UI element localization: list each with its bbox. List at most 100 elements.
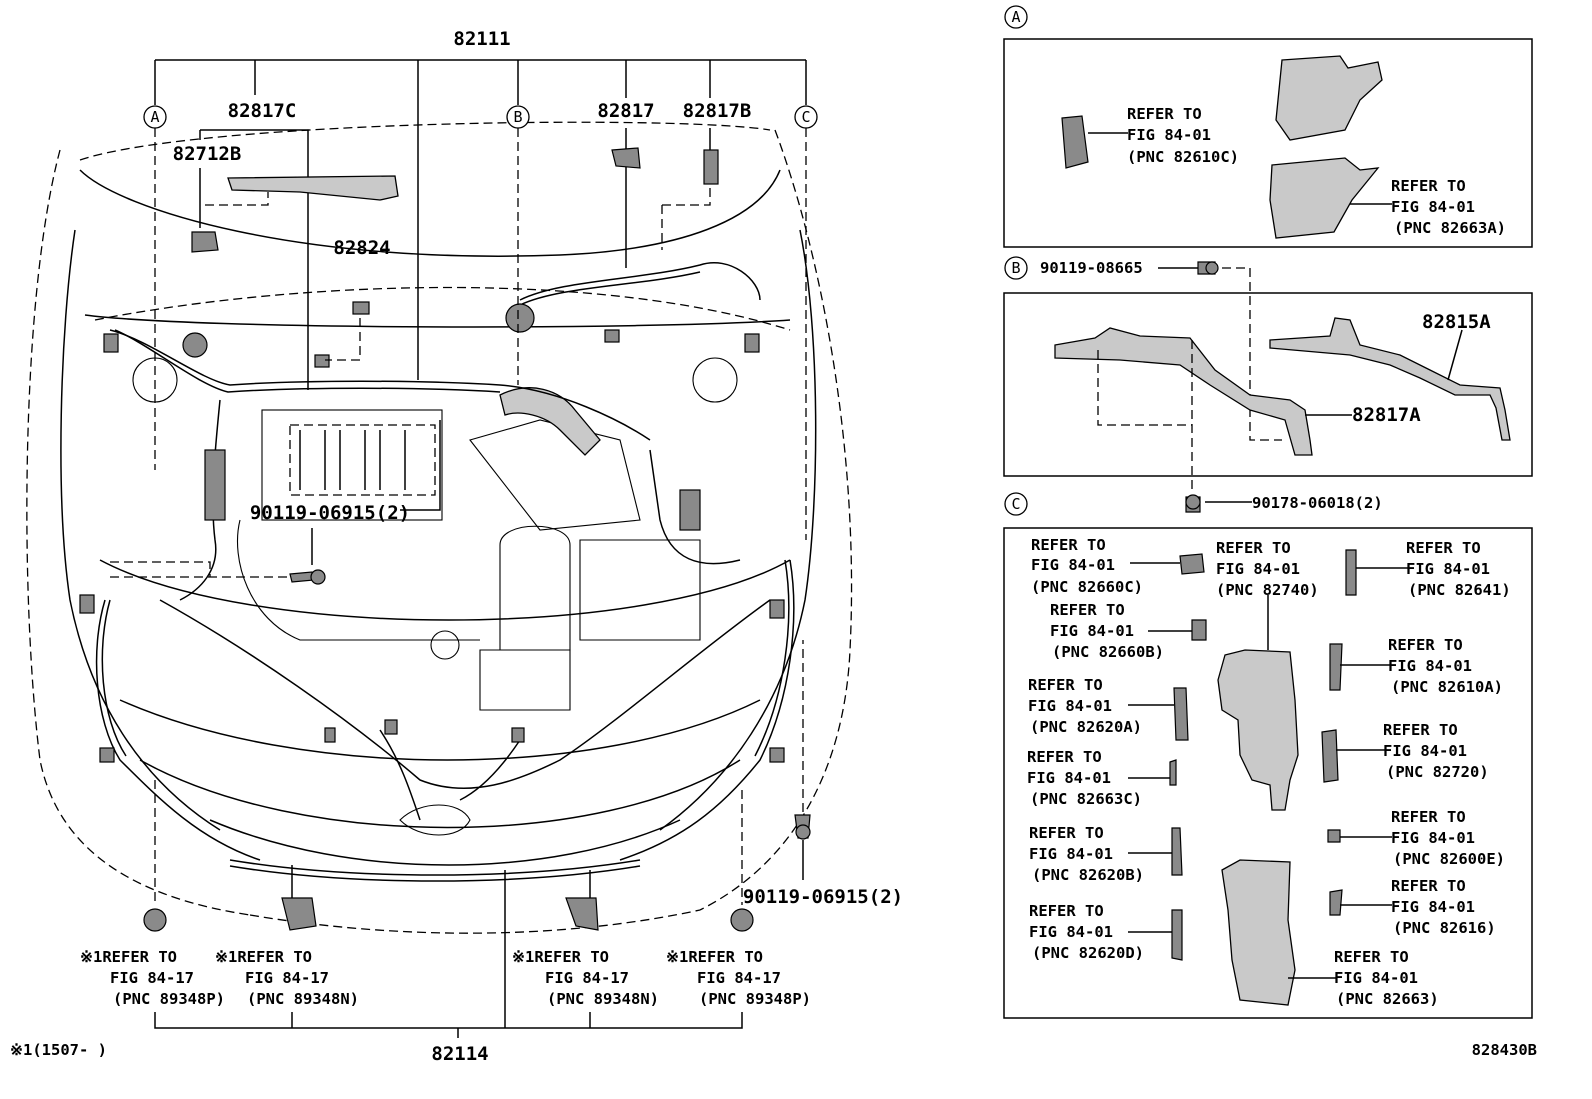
part-82660B-shape — [1191, 619, 1207, 641]
part-82620D-shape — [1171, 909, 1183, 961]
detail-b-clip-label[interactable]: 90178-06018(2) — [1252, 494, 1383, 512]
detail-b-bolt-label[interactable]: 90119-08665 — [1040, 259, 1143, 277]
part-82620B-shape — [1171, 827, 1183, 876]
bottom-clips — [143, 780, 754, 932]
c-ref-82660B-line3[interactable]: (PNC 82660B) — [1052, 643, 1164, 661]
c-ref-82616-line3[interactable]: (PNC 82616) — [1393, 919, 1496, 937]
c-ref-82620D-line1: REFER TO — [1029, 902, 1104, 920]
detail-c-panel: C REFER TO FIG 84-01 (PNC 826 — [1003, 492, 1533, 1019]
detail-b-panel: B 90119-08665 82817A 82815A 90178-06018(… — [1003, 256, 1533, 513]
c-ref-82620B-line1: REFER TO — [1029, 824, 1104, 842]
c-ref-82610A-line1: REFER TO — [1388, 636, 1463, 654]
c-ref-82616-line2: FIG 84-01 — [1391, 898, 1475, 916]
c-ref-82660B-line1: REFER TO — [1050, 601, 1125, 619]
c-ref-82663-line2: FIG 84-01 — [1334, 969, 1418, 987]
ref-2-mark: ※1 — [215, 948, 237, 966]
ref-4-line1: REFER TO — [688, 948, 763, 966]
part-82817B-shape — [703, 149, 719, 185]
detail-a-connector-shape — [1061, 115, 1089, 169]
svg-text:※1REFER TO: ※1REFER TO — [215, 948, 312, 966]
c-ref-82610A-line3[interactable]: (PNC 82610A) — [1391, 678, 1503, 696]
detail-a-ref2-line2: FIG 84-01 — [1391, 198, 1475, 216]
part-82111-group: 82111 — [154, 28, 807, 380]
c-ref-82620A-line3[interactable]: (PNC 82620A) — [1030, 718, 1142, 736]
detail-a-ref2-line3[interactable]: (PNC 82663A) — [1394, 219, 1506, 237]
c-ref-82663C-line3[interactable]: (PNC 82663C) — [1030, 790, 1142, 808]
part-82600E-shape — [1327, 829, 1341, 843]
svg-text:※1REFER TO: ※1REFER TO — [666, 948, 763, 966]
detail-c-cover-shape — [1221, 859, 1296, 1006]
ref-4-mark: ※1 — [666, 948, 688, 966]
detail-a-ref1-line2: FIG 84-01 — [1127, 126, 1211, 144]
c-ref-82610A-line2: FIG 84-01 — [1388, 657, 1472, 675]
detail-b-82815A-label[interactable]: 82815A — [1422, 311, 1491, 333]
ref-3-line3[interactable]: (PNC 89348N) — [547, 990, 659, 1008]
part-82660C-shape — [1179, 553, 1205, 575]
part-82824-label[interactable]: 82824 — [333, 237, 390, 259]
part-82620A-shape — [1173, 687, 1189, 741]
bottom-ref-2: ※1REFER TO FIG 84-17 (PNC 89348N) — [215, 948, 359, 1008]
part-82817C-label[interactable]: 82817C — [228, 100, 297, 122]
bottom-ref-3: ※1REFER TO FIG 84-17 (PNC 89348N) — [512, 948, 659, 1008]
part-82824-shape — [352, 301, 370, 315]
ref-3-mark: ※1 — [512, 948, 534, 966]
c-ref-82620B-line3[interactable]: (PNC 82620B) — [1032, 866, 1144, 884]
c-ref-82663-line1: REFER TO — [1334, 948, 1409, 966]
c-ref-82740-line3[interactable]: (PNC 82740) — [1216, 581, 1319, 599]
detail-b-letter: B — [1011, 259, 1020, 277]
bolt-center-label[interactable]: 90119-06915(2) — [250, 502, 410, 524]
main-callout-a: A — [143, 105, 167, 470]
part-82712B-label[interactable]: 82712B — [173, 143, 242, 165]
part-82817B-callout: 82817B — [661, 100, 752, 250]
clip-2-icon — [281, 897, 317, 931]
part-82616-shape — [1329, 889, 1343, 916]
ref-2-line3[interactable]: (PNC 89348N) — [247, 990, 359, 1008]
diagram-id: 828430B — [1472, 1041, 1537, 1059]
c-ref-82660C-line2: FIG 84-01 — [1031, 556, 1115, 574]
ref-3-line2: FIG 84-17 — [545, 969, 629, 987]
c-ref-82620A-line2: FIG 84-01 — [1028, 697, 1112, 715]
main-callout-c: C — [794, 105, 818, 540]
part-82111-label[interactable]: 82111 — [453, 28, 510, 50]
clip-1-icon — [143, 908, 167, 932]
detail-a-ref1-line1: REFER TO — [1127, 105, 1202, 123]
c-ref-82663-line3[interactable]: (PNC 82663) — [1336, 990, 1439, 1008]
part-82817-callout: 82817 — [597, 100, 655, 268]
part-82817C-callout: 82817C — [199, 100, 399, 390]
c-ref-82660C-line1: REFER TO — [1031, 536, 1106, 554]
callout-c-letter: C — [801, 108, 810, 126]
bottom-ref-4: ※1REFER TO FIG 84-17 (PNC 89348P) — [666, 948, 811, 1008]
c-ref-82663C-line2: FIG 84-01 — [1027, 769, 1111, 787]
part-82817C-shape — [227, 175, 399, 201]
main-callout-b: B — [506, 105, 530, 385]
ref-4-line2: FIG 84-17 — [697, 969, 781, 987]
c-ref-82620D-line3[interactable]: (PNC 82620D) — [1032, 944, 1144, 962]
part-82712B-callout: 82712B — [173, 143, 269, 253]
ref-1-line3[interactable]: (PNC 89348P) — [113, 990, 225, 1008]
part-82817-label[interactable]: 82817 — [597, 100, 654, 122]
detail-a-ref1-line3[interactable]: (PNC 82610C) — [1127, 148, 1239, 166]
c-ref-82620D-line2: FIG 84-01 — [1029, 923, 1113, 941]
detail-c-letter: C — [1011, 495, 1020, 513]
c-ref-82641-line1: REFER TO — [1406, 539, 1481, 557]
detail-a-relay-box-shape — [1275, 55, 1383, 141]
part-82114-label[interactable]: 82114 — [431, 1043, 488, 1065]
c-ref-82600E-line3[interactable]: (PNC 82600E) — [1393, 850, 1505, 868]
bottom-ref-1: ※1REFER TO FIG 84-17 (PNC 89348P) — [80, 948, 225, 1008]
ref-4-line3[interactable]: (PNC 89348P) — [699, 990, 811, 1008]
svg-text:※1REFER TO: ※1REFER TO — [512, 948, 609, 966]
ref-2-line2: FIG 84-17 — [245, 969, 329, 987]
detail-a-letter: A — [1011, 8, 1020, 26]
c-ref-82720-line1: REFER TO — [1383, 721, 1458, 739]
bolt-right-label[interactable]: 90119-06915(2) — [743, 886, 903, 908]
c-ref-82660C-line3[interactable]: (PNC 82660C) — [1031, 578, 1143, 596]
c-ref-82740-line2: FIG 84-01 — [1216, 560, 1300, 578]
part-82817B-label[interactable]: 82817B — [683, 100, 752, 122]
callout-b-letter: B — [513, 108, 522, 126]
c-ref-82720-line3[interactable]: (PNC 82720) — [1386, 763, 1489, 781]
c-ref-82641-line3[interactable]: (PNC 82641) — [1408, 581, 1511, 599]
c-ref-82620B-line2: FIG 84-01 — [1029, 845, 1113, 863]
detail-b-82817A-label[interactable]: 82817A — [1352, 404, 1421, 426]
part-82114-group: 82114 — [154, 870, 743, 1065]
